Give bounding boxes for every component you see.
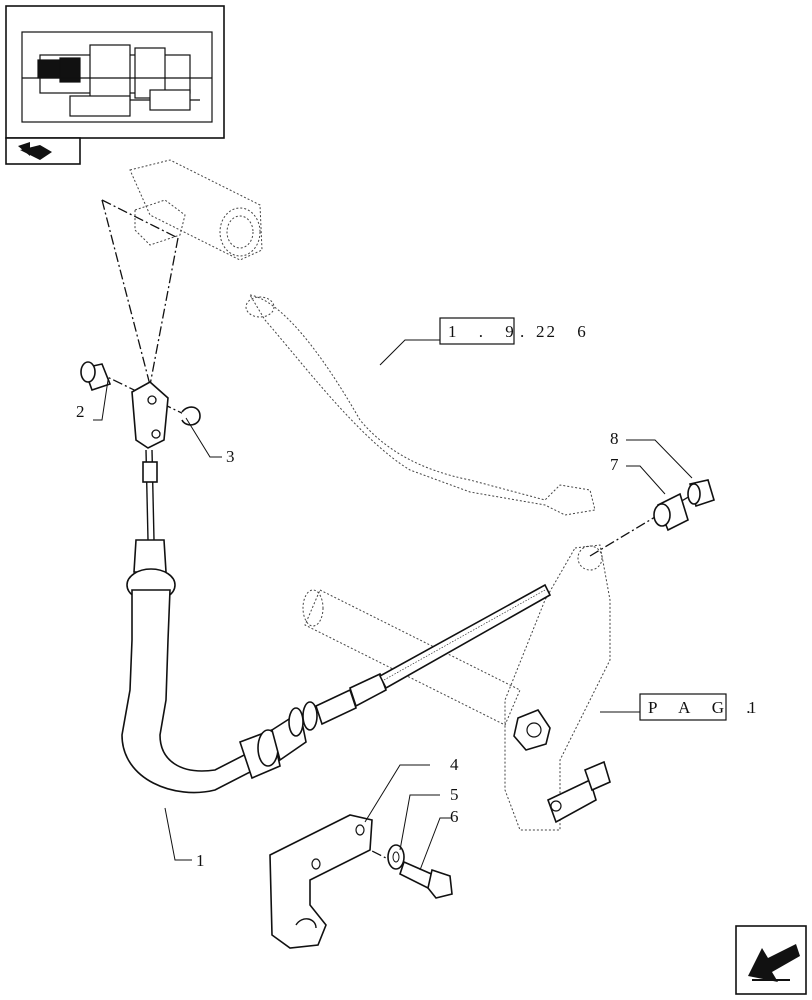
callout-labels: 1 2 3 4 5 6 7 8 [76, 402, 619, 870]
support-nut[interactable] [513, 709, 551, 751]
clevis-fork[interactable] [131, 381, 169, 449]
control-cable[interactable] [121, 449, 552, 794]
reference-suffix-text: . 2 6 [520, 322, 595, 341]
cone-washer[interactable] [653, 492, 689, 532]
support-plate[interactable] [269, 814, 373, 949]
callout-3: 3 [226, 447, 235, 466]
support-bolt[interactable] [546, 760, 611, 824]
brake-pedal-outline [129, 159, 596, 516]
hex-bolt[interactable] [399, 860, 453, 899]
spring-clip[interactable] [181, 406, 201, 426]
reference-1-92-26[interactable]: 1 . 9 2 . 2 6 [439, 317, 595, 345]
clevis-pin[interactable] [80, 361, 112, 392]
reference-pag-1[interactable]: P A G . 1 [639, 693, 766, 721]
callout-8: 8 [610, 429, 619, 448]
callout-1: 1 [196, 851, 205, 870]
leader-lines [93, 339, 693, 871]
next-page-arrow-icon[interactable] [735, 925, 807, 995]
reference-boxed-text: P A G . [648, 698, 760, 717]
flat-washer[interactable] [387, 844, 405, 870]
reference-boxed-text: 1 . 9 2 [448, 322, 554, 341]
transmission-section-thumbnail[interactable] [5, 5, 225, 165]
reference-suffix-text: 1 [748, 698, 766, 717]
section-arrow-icon [18, 142, 52, 160]
callout-4: 4 [450, 755, 459, 774]
bracket-outline [302, 544, 611, 831]
callout-2: 2 [76, 402, 85, 421]
callout-7: 7 [610, 455, 619, 474]
callout-6: 6 [450, 807, 459, 826]
callout-5: 5 [450, 785, 459, 804]
lock-nut[interactable] [687, 479, 715, 508]
